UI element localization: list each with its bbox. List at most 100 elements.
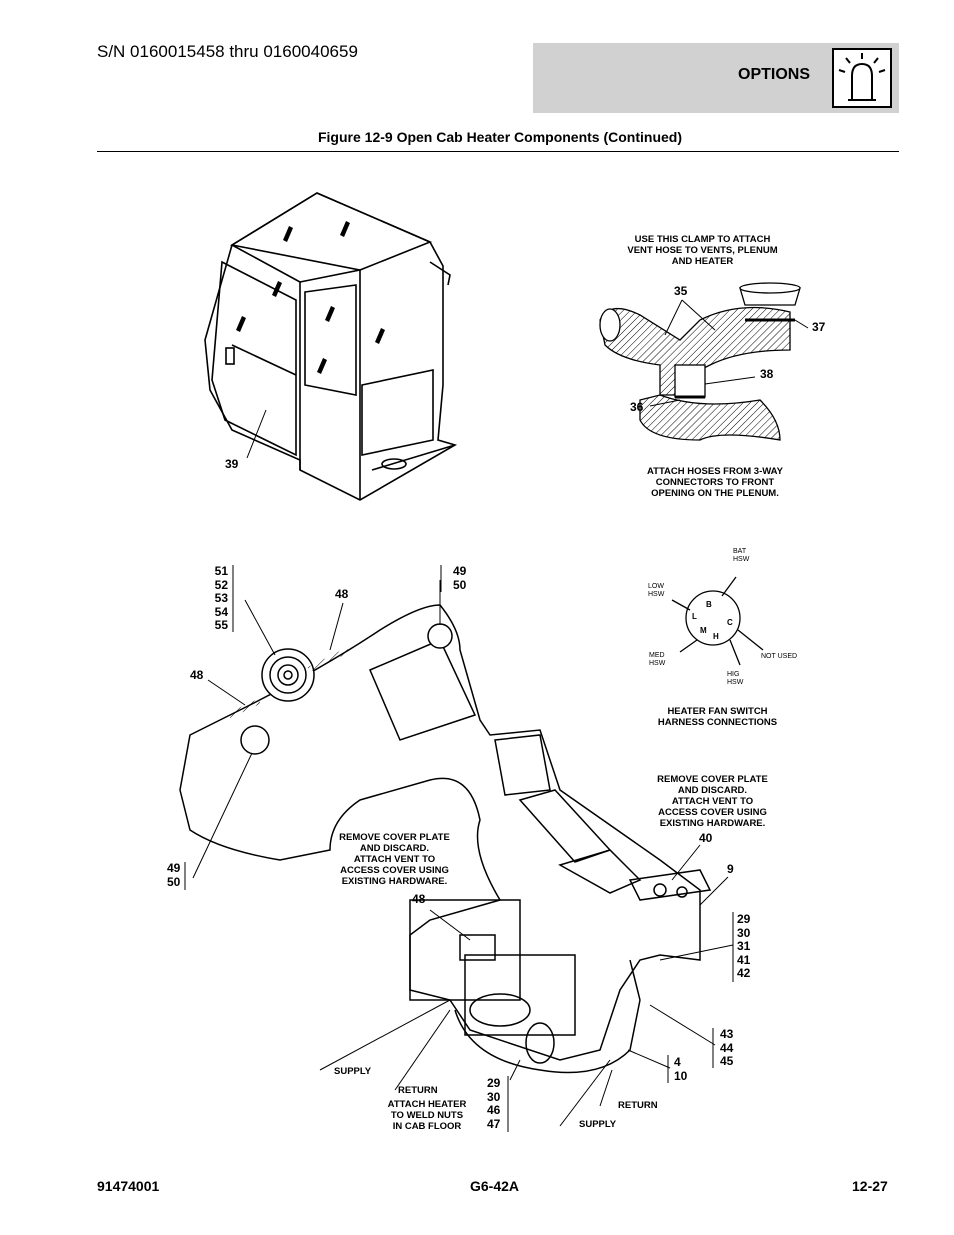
callout-4-10: 4 10 — [674, 1055, 688, 1083]
note-line: REMOVE COVER PLATE — [339, 832, 450, 843]
figure-title: Figure 12-9 Open Cab Heater Components (… — [317, 129, 683, 145]
callout-44: 44 — [720, 1040, 734, 1055]
header-rule — [97, 151, 899, 152]
note-line: ATTACH VENT TO — [671, 796, 754, 807]
callout-49: 49 — [453, 564, 467, 578]
heater-plenum-drawing — [179, 604, 712, 1074]
callout-51: 51 — [214, 564, 228, 578]
callout-47: 47 — [487, 1116, 501, 1131]
callout-53: 53 — [214, 591, 228, 605]
callout-41: 41 — [737, 952, 751, 967]
callout-10: 10 — [674, 1068, 688, 1083]
note-line: OPENING ON THE PLENUM. — [651, 488, 779, 499]
beacon-light-icon — [832, 48, 892, 108]
callout-38: 38 — [760, 367, 774, 381]
label-line: MED — [649, 652, 665, 659]
note-line: CONNECTORS TO FRONT — [655, 477, 775, 488]
callout-brackets — [184, 565, 734, 1132]
note-line: REMOVE COVER PLATE — [657, 774, 768, 785]
callout-31: 31 — [737, 939, 751, 953]
callout-49-50-top: 49 50 — [453, 564, 467, 592]
clamp-note: USE THIS CLAMP TO ATTACH VENT HOSE TO VE… — [600, 234, 805, 267]
callout-51-55: 51 52 53 54 55 — [211, 564, 228, 633]
callout-29: 29 — [487, 1076, 501, 1090]
label-line: HSW — [649, 660, 666, 667]
callout-37: 37 — [812, 320, 826, 334]
note-line: EXISTING HARDWARE. — [341, 876, 448, 887]
callout-40: 40 — [699, 831, 713, 845]
hig-hsw-label: HIG HSW — [727, 671, 743, 687]
callout-50: 50 — [453, 577, 467, 592]
label-line: LOW — [648, 583, 664, 590]
cab-vent-louvers — [236, 221, 385, 374]
hose-leader-lines — [649, 299, 809, 407]
callout-9: 9 — [727, 862, 734, 876]
note-line: IN CAB FLOOR — [392, 1121, 462, 1132]
hose-clamp-drawing — [599, 282, 801, 441]
callout-52: 52 — [214, 577, 228, 592]
callout-36: 36 — [630, 400, 644, 414]
serial-number-range: S/N 0160015458 thru 0160040659 — [97, 42, 358, 61]
note-line: EXISTING HARDWARE. — [659, 818, 766, 829]
callout-48-top: 48 — [335, 587, 349, 601]
callout-46: 46 — [487, 1103, 501, 1117]
note-line: ATTACH HEATER — [387, 1099, 467, 1110]
label-line: HSW — [727, 679, 744, 686]
callout-55: 55 — [214, 618, 228, 632]
callout-30: 30 — [487, 1089, 501, 1104]
callout-48-bottom: 48 — [412, 892, 426, 906]
pin-l: L — [692, 612, 697, 621]
callout-4: 4 — [674, 1055, 681, 1069]
supply-label-left: SUPPLY — [334, 1066, 372, 1077]
label-line: HSW — [733, 556, 750, 563]
note-line: USE THIS CLAMP TO ATTACH — [634, 234, 771, 245]
callout-29-42: 29 30 31 41 42 — [737, 912, 751, 981]
fan-switch-connector-drawing — [671, 576, 764, 666]
footer-page-number: 12-27 — [852, 1178, 888, 1194]
callout-45: 45 — [720, 1054, 734, 1068]
callout-54: 54 — [214, 604, 228, 619]
note-line: ATTACH HOSES FROM 3-WAY — [647, 466, 783, 477]
plenum-vent-grilles — [230, 647, 348, 718]
attach-heater-note: ATTACH HEATER TO WELD NUTS IN CAB FLOOR — [372, 1099, 482, 1132]
pin-h: H — [713, 632, 719, 641]
note-line: AND HEATER — [671, 256, 734, 267]
heater-leader-lines — [192, 580, 734, 1127]
cover-plate-note-left: REMOVE COVER PLATE AND DISCARD. ATTACH V… — [312, 832, 477, 887]
note-line: ACCESS COVER USING — [340, 865, 449, 876]
note-line: TO WELD NUTS — [390, 1110, 464, 1121]
cab-enclosure-drawing — [204, 192, 458, 501]
label-line: BAT — [733, 548, 747, 555]
note-line: HEATER FAN SWITCH — [667, 706, 768, 717]
note-line: ACCESS COVER USING — [658, 807, 767, 818]
callout-42: 42 — [737, 966, 751, 980]
supply-label-right: SUPPLY — [579, 1119, 617, 1130]
hoses-note: ATTACH HOSES FROM 3-WAY CONNECTORS TO FR… — [610, 466, 820, 499]
callout-30: 30 — [737, 925, 751, 940]
return-label-right: RETURN — [618, 1100, 658, 1111]
med-hsw-label: MED HSW — [649, 652, 665, 668]
switch-harness-note: HEATER FAN SWITCH HARNESS CONNECTIONS — [620, 706, 815, 728]
label-line: HIG — [727, 671, 740, 678]
footer-part-number: 91474001 — [97, 1178, 160, 1194]
callout-39: 39 — [225, 457, 239, 471]
bat-hsw-label: BAT HSW — [733, 548, 749, 564]
note-line: AND DISCARD. — [359, 843, 430, 854]
callout-49: 49 — [167, 861, 181, 875]
label-line: HSW — [648, 591, 665, 598]
callout-29-47: 29 30 46 47 — [487, 1076, 501, 1131]
note-line: VENT HOSE TO VENTS, PLENUM — [627, 245, 778, 256]
callout-43-45: 43 44 45 — [720, 1027, 734, 1069]
callout-50: 50 — [167, 874, 181, 889]
note-line: HARNESS CONNECTIONS — [657, 717, 778, 728]
callout-48-left: 48 — [190, 668, 204, 682]
callout-35: 35 — [674, 284, 688, 298]
note-line: AND DISCARD. — [677, 785, 748, 796]
section-title: OPTIONS — [738, 66, 811, 83]
not-used-label: NOT USED — [761, 653, 798, 660]
note-line: ATTACH VENT TO — [353, 854, 436, 865]
low-hsw-label: LOW HSW — [648, 583, 664, 599]
pin-c: C — [727, 618, 733, 627]
footer-model: G6-42A — [470, 1178, 520, 1194]
